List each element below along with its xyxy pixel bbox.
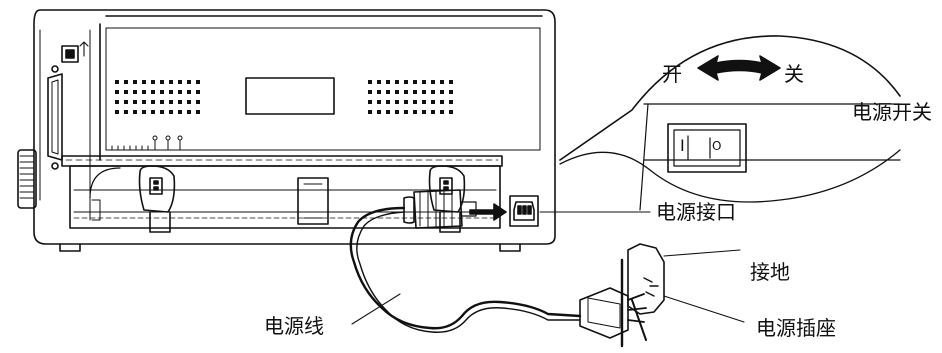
power-cord: [349, 206, 582, 333]
power-inlet: [509, 195, 539, 227]
cord-plug-connector: [403, 189, 507, 229]
parallel-port: [47, 65, 63, 170]
tractor-clamp-left: [138, 165, 176, 233]
vent-grille-left: [115, 80, 200, 114]
switch-callout: [559, 35, 901, 211]
wall-outlet: [620, 243, 665, 348]
vent-grille-right: [368, 80, 453, 114]
label-ground: 接地: [750, 260, 790, 284]
label-switch-on: 开: [662, 62, 682, 86]
tractor-clamp-right: [428, 165, 466, 233]
label-power-socket: 电源插座: [756, 316, 836, 340]
wall-plug: [579, 287, 647, 339]
label-window: [245, 77, 335, 115]
switch-on-mark: I: [680, 136, 685, 155]
scale-marks: [107, 135, 191, 151]
label-switch-off: 关: [784, 62, 804, 86]
label-power-switch: 电源开关: [852, 100, 932, 124]
switch-off-mark: O: [712, 139, 722, 153]
label-power-cord: 电源线: [264, 314, 324, 338]
label-power-port: 电源接口: [656, 200, 736, 224]
printer-body: [33, 9, 556, 252]
toggle-direction-arrow: [697, 55, 781, 81]
tractor-unit: [61, 155, 503, 229]
leader-lines: [351, 211, 745, 325]
rocker-switch: [667, 123, 747, 173]
platen-knob: [17, 149, 37, 209]
usb-port: [61, 41, 89, 63]
